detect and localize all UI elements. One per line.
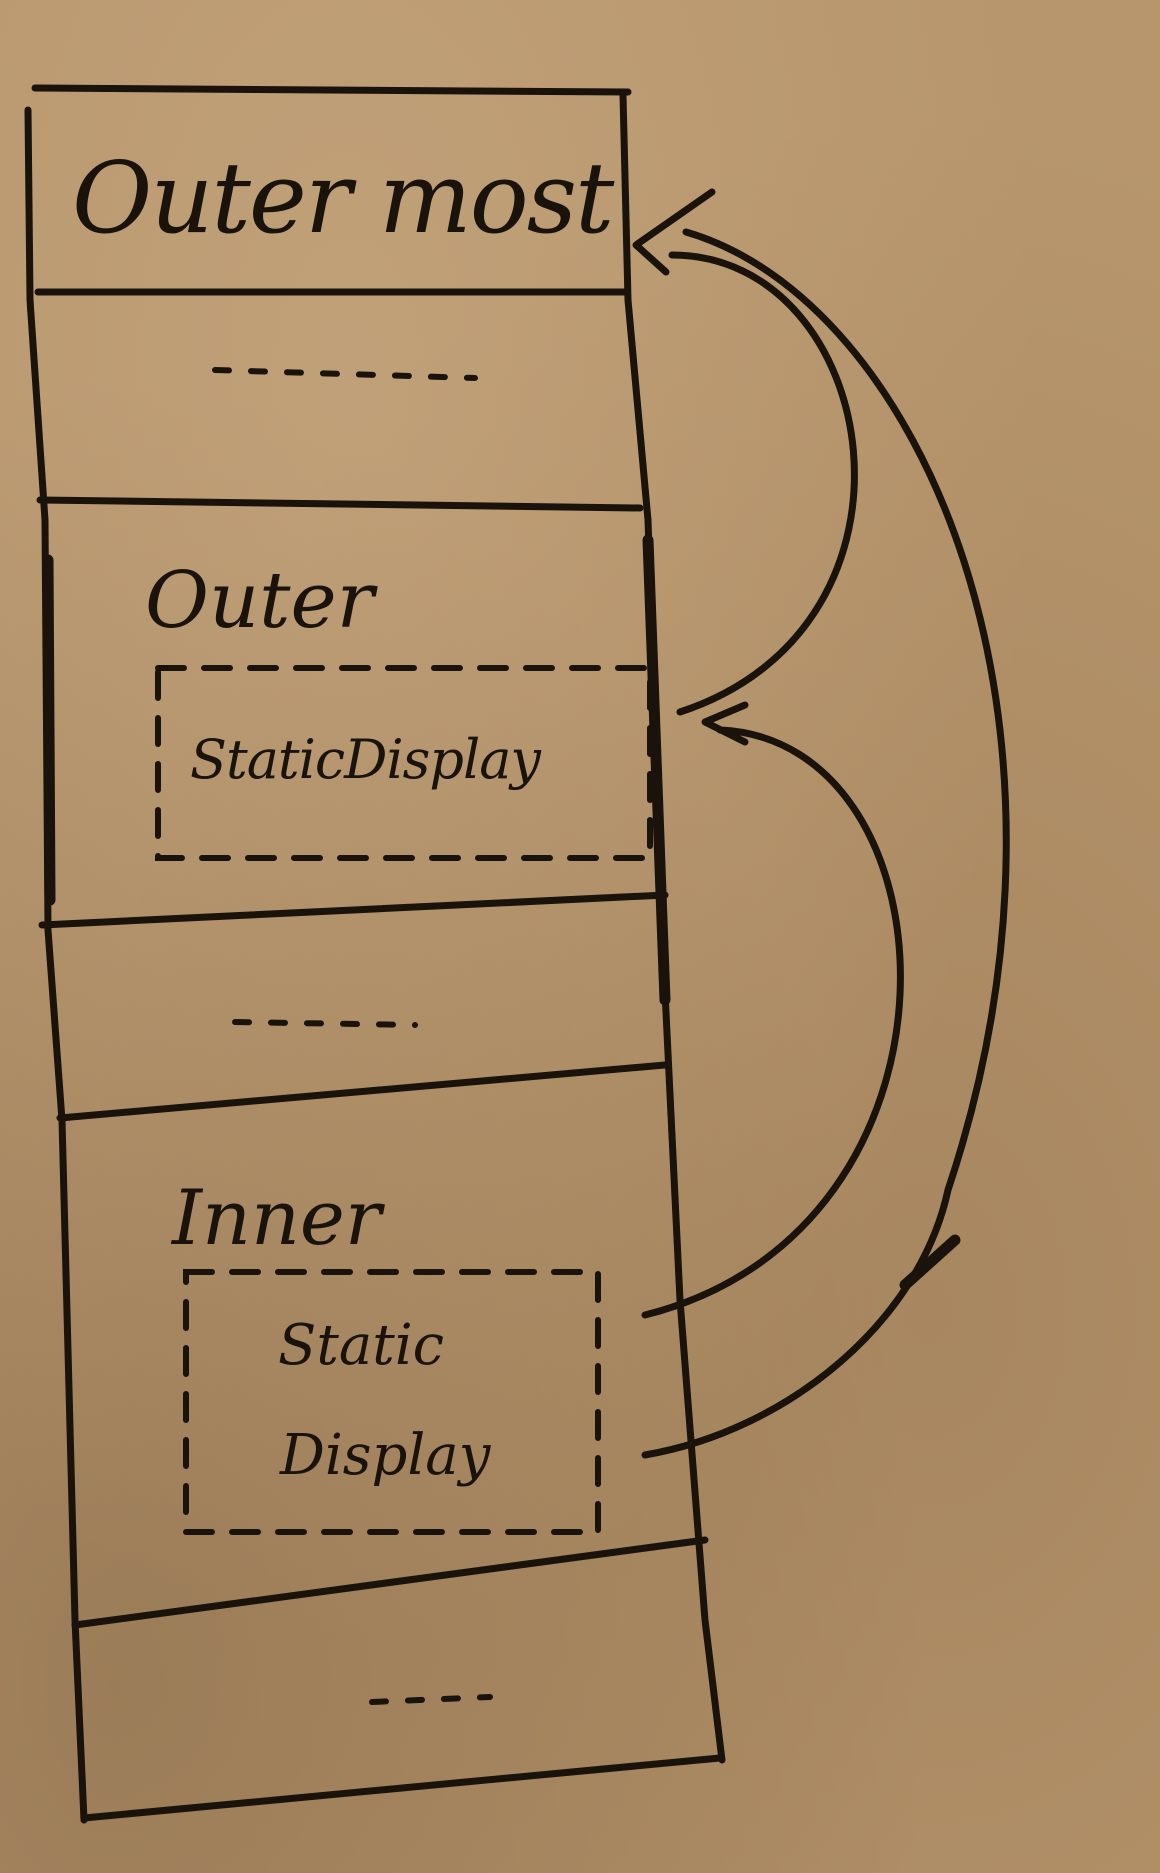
stack-outline: [24, 84, 726, 1824]
outer-static-display-label: StaticDisplay: [190, 728, 541, 791]
ellipsis-gap1: [212, 367, 478, 381]
outer-frame-edge: [642, 534, 671, 1006]
divider-outer-bottom: [38, 891, 669, 929]
frame-label-inner: Inner: [172, 1173, 382, 1262]
inner-static-label: Static: [278, 1313, 445, 1378]
divider-gap1-bottom: [36, 496, 644, 512]
inner-display-label: Display: [280, 1423, 491, 1488]
inner-static-display-box: [183, 1269, 601, 1535]
divider-gap2-bottom: [56, 1061, 669, 1122]
frame-label-outer: Outer: [145, 556, 374, 646]
outer-frame-left-edge: [42, 554, 56, 906]
ellipsis-gap3: [369, 1694, 493, 1705]
divider-inner-bottom: [71, 1536, 709, 1629]
arrow-inner-display-to-outermost: [641, 228, 1010, 1459]
frame-label-outermost: Outer most: [72, 142, 614, 256]
ellipsis-gap2: [232, 1019, 418, 1028]
outer-static-display-box: [155, 665, 653, 861]
arrow-inner-static-to-outer: [641, 701, 904, 1319]
arrow-outer-to-outermost: [632, 188, 858, 716]
